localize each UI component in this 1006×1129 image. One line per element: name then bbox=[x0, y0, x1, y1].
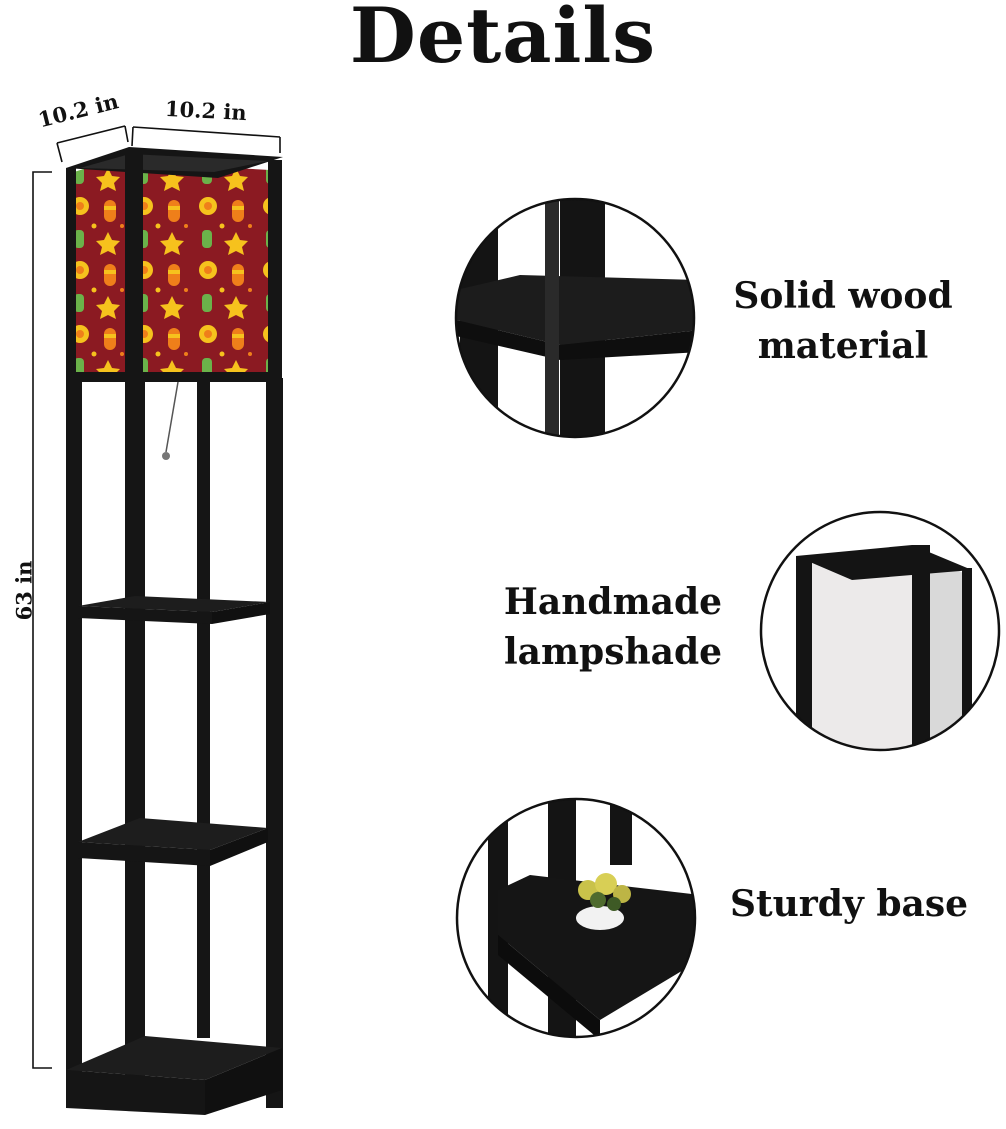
feature-solid-wood: Solid wood material bbox=[725, 272, 961, 371]
feature-sturdy-base: Sturdy base bbox=[726, 880, 972, 930]
feature-handmade-lampshade: Handmade lampshade bbox=[495, 578, 731, 677]
feature-solid-wood-line2: material bbox=[757, 324, 929, 367]
feature-handmade-lampshade-line2: lampshade bbox=[503, 630, 723, 673]
page-title: Details bbox=[349, 0, 657, 80]
feature-sturdy-base-line1: Sturdy base bbox=[729, 883, 969, 925]
feature-handmade-lampshade-line1: Handmade bbox=[503, 581, 723, 623]
base-closeup-image bbox=[455, 797, 697, 1039]
lampshade-closeup-image bbox=[759, 510, 1001, 752]
feature-solid-wood-line1: Solid wood bbox=[733, 275, 953, 317]
wood-frame-closeup-image bbox=[454, 197, 696, 439]
floor-lamp bbox=[66, 147, 283, 1115]
